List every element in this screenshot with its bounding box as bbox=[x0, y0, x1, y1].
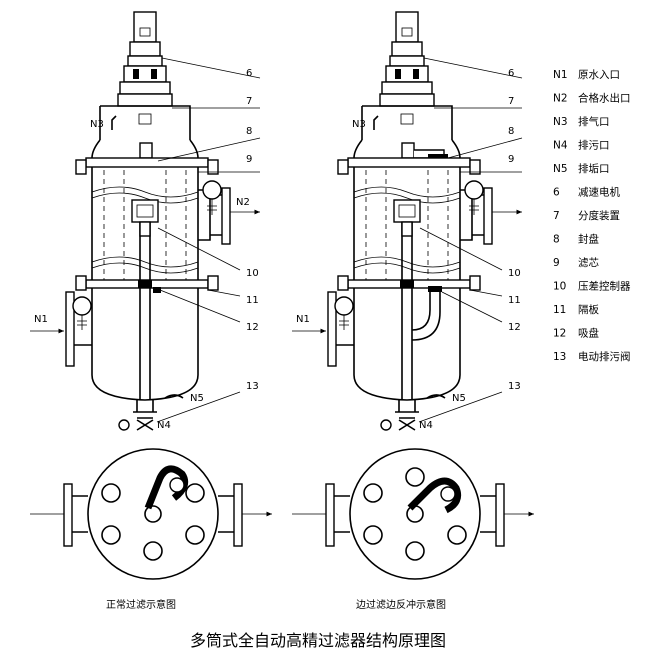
callout-8-right: 8 bbox=[508, 126, 514, 137]
port-label-n1-right: N1 bbox=[296, 314, 310, 325]
legend-text: 合格水出口 bbox=[578, 92, 631, 105]
port-label-n2: N2 bbox=[236, 197, 250, 208]
legend-code: 13 bbox=[553, 351, 566, 363]
callout-6-right: 6 bbox=[508, 68, 514, 79]
legend-text: 排垢口 bbox=[578, 162, 610, 175]
legend-code: N5 bbox=[553, 163, 568, 175]
legend-text: 滤芯 bbox=[578, 256, 599, 269]
legend-code: N3 bbox=[553, 116, 568, 128]
callout-12: 12 bbox=[246, 322, 259, 333]
callout-10-right: 10 bbox=[508, 268, 521, 279]
legend-text: 减速电机 bbox=[578, 186, 620, 199]
elevation-view-normal: N3 N2 bbox=[30, 11, 261, 431]
legend-text: 隔板 bbox=[578, 303, 599, 316]
legend-code: 6 bbox=[553, 187, 560, 199]
legend-text: 分度装置 bbox=[578, 209, 620, 222]
legend-text: 吸盘 bbox=[578, 327, 599, 340]
port-label-n3: N3 bbox=[90, 119, 104, 130]
legend-code: 8 bbox=[553, 234, 560, 246]
callout-13-right: 13 bbox=[508, 381, 521, 392]
callout-11-right: 11 bbox=[508, 295, 521, 306]
legend-text: 压差控制器 bbox=[578, 280, 631, 293]
port-label-n4: N4 bbox=[157, 420, 171, 431]
legend-text: 排气口 bbox=[578, 115, 610, 128]
page-title: 多筒式全自动高精过滤器结构原理图 bbox=[190, 631, 446, 650]
plan-view-normal bbox=[30, 448, 272, 580]
legend-code: 9 bbox=[553, 257, 560, 269]
callouts-right: 6 7 8 9 10 11 12 13 bbox=[508, 68, 521, 392]
callout-9-right: 9 bbox=[508, 154, 514, 165]
legend-code: N1 bbox=[553, 69, 568, 81]
legend: N1 原水入口 N2 合格水出口 N3 排气口 N4 排污口 N5 排垢口 6 减速电机 7 分度装置 8 封… bbox=[553, 69, 631, 363]
port-label-n1: N1 bbox=[34, 314, 48, 325]
legend-code: N4 bbox=[553, 140, 568, 152]
callout-11: 11 bbox=[246, 295, 259, 306]
callout-9: 9 bbox=[246, 154, 252, 165]
port-label-n4-right: N4 bbox=[419, 420, 433, 431]
caption-normal-filtration: 正常过滤示意图 bbox=[106, 598, 176, 611]
caption-backwash: 边过滤边反冲示意图 bbox=[356, 598, 446, 611]
legend-code: N2 bbox=[553, 93, 568, 105]
callout-8: 8 bbox=[246, 126, 252, 137]
port-label-n5-right: N5 bbox=[452, 393, 466, 404]
port-label-n3-right: N3 bbox=[352, 119, 366, 130]
legend-code: 12 bbox=[553, 328, 566, 340]
callout-7: 7 bbox=[246, 96, 252, 107]
plan-view-backwash bbox=[292, 448, 534, 580]
legend-text: 原水入口 bbox=[578, 69, 620, 81]
port-label-n5: N5 bbox=[190, 393, 204, 404]
legend-code: 7 bbox=[553, 210, 560, 222]
callout-12-right: 12 bbox=[508, 322, 521, 333]
legend-text: 电动排污阀 bbox=[578, 350, 631, 363]
legend-text: 封盘 bbox=[578, 233, 599, 246]
callout-6: 6 bbox=[246, 68, 252, 79]
callouts-left: 6 7 8 9 10 11 12 13 bbox=[246, 68, 259, 392]
legend-code: 11 bbox=[553, 304, 566, 316]
callout-13: 13 bbox=[246, 381, 259, 392]
legend-code: 10 bbox=[553, 281, 566, 293]
elevation-view-backwash: N3 N1 bbox=[292, 11, 523, 431]
callout-7-right: 7 bbox=[508, 96, 514, 107]
legend-text: 排污口 bbox=[578, 139, 610, 152]
callout-10: 10 bbox=[246, 268, 259, 279]
